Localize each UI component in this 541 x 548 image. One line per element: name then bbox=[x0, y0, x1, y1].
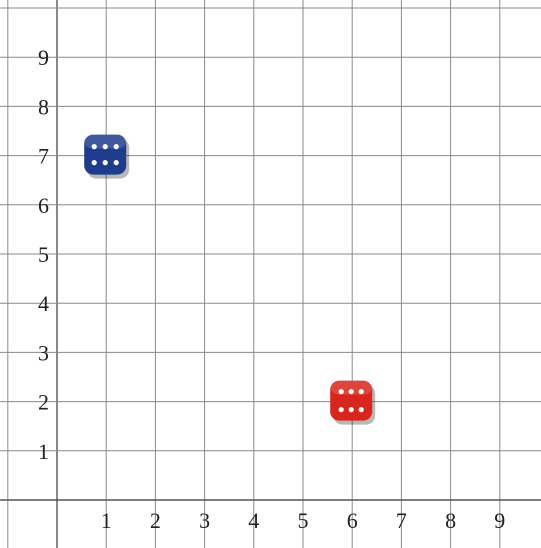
x-tick-label: 2 bbox=[150, 508, 161, 533]
y-tick-label: 9 bbox=[38, 45, 49, 70]
y-tick-label: 1 bbox=[38, 439, 49, 464]
die-pip bbox=[348, 407, 354, 413]
die-pip bbox=[338, 389, 344, 395]
die-pip bbox=[113, 160, 119, 166]
die-pip bbox=[358, 407, 364, 413]
y-tick-label: 4 bbox=[38, 291, 49, 316]
die-pip bbox=[91, 144, 97, 150]
die-pip bbox=[338, 407, 344, 413]
x-tick-label: 7 bbox=[396, 508, 407, 533]
blue-die-icon bbox=[84, 134, 130, 179]
x-tick-label: 4 bbox=[248, 508, 259, 533]
y-tick-label: 5 bbox=[38, 242, 49, 267]
red-die-icon bbox=[330, 380, 376, 425]
die-pip bbox=[113, 144, 119, 150]
die-pip bbox=[348, 389, 354, 395]
dice-layer bbox=[84, 134, 376, 425]
x-tick-label: 8 bbox=[445, 508, 456, 533]
y-tick-label: 6 bbox=[38, 193, 49, 218]
x-tick-label: 6 bbox=[347, 508, 358, 533]
y-tick-label: 2 bbox=[38, 390, 49, 415]
x-tick-label: 1 bbox=[101, 508, 112, 533]
die-pip bbox=[358, 389, 364, 395]
x-tick-label: 9 bbox=[494, 508, 505, 533]
die-pip bbox=[102, 160, 108, 166]
x-tick-label: 3 bbox=[199, 508, 210, 533]
y-tick-label: 3 bbox=[38, 340, 49, 365]
tick-labels: 1 2 3 4 5 6 7 8 9 1 2 3 4 5 6 7 8 9 bbox=[38, 45, 505, 533]
y-tick-label: 8 bbox=[38, 94, 49, 119]
x-tick-label: 5 bbox=[298, 508, 309, 533]
y-tick-label: 7 bbox=[38, 144, 49, 169]
die-pip bbox=[102, 144, 108, 150]
die-pip bbox=[91, 160, 97, 166]
